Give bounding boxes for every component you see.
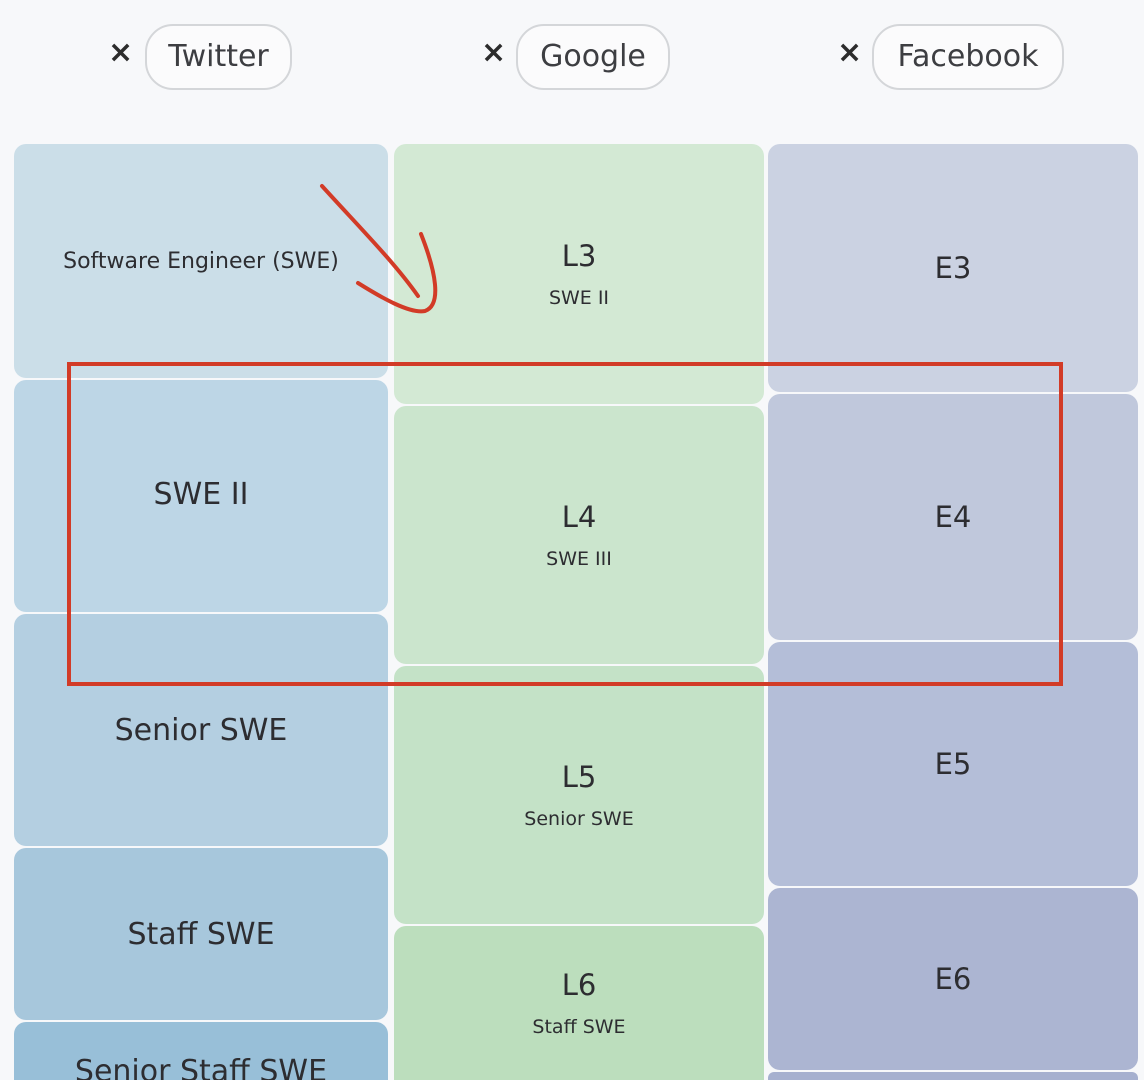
twitter-level-cell[interactable]: Staff SWE (14, 848, 388, 1020)
twitter-level-cell[interactable]: Senior Staff SWE (14, 1022, 388, 1080)
company-google: × Google (481, 24, 670, 94)
google-level-code: L6 (561, 968, 597, 1002)
google-level-cell[interactable]: L4 SWE III (394, 406, 764, 664)
google-level-title: SWE II (548, 287, 610, 309)
facebook-level-code: E5 (934, 747, 972, 781)
facebook-level-code: E4 (934, 500, 972, 534)
facebook-level-cell-partial[interactable] (768, 1072, 1138, 1080)
facebook-level-cell[interactable]: E4 (768, 394, 1138, 640)
remove-google-icon[interactable]: × (481, 35, 507, 70)
company-pill-twitter[interactable]: Twitter (145, 24, 292, 90)
facebook-level-code: E6 (934, 962, 972, 996)
google-level-title: Staff SWE (532, 1016, 626, 1038)
twitter-level-title: Software Engineer (SWE) (63, 248, 339, 274)
company-pill-facebook[interactable]: Facebook (872, 24, 1064, 90)
facebook-level-cell[interactable]: E5 (768, 642, 1138, 886)
remove-twitter-icon[interactable]: × (108, 35, 134, 70)
twitter-level-title: Staff SWE (127, 916, 275, 952)
google-level-code: L4 (561, 500, 597, 534)
facebook-level-cell[interactable]: E6 (768, 888, 1138, 1070)
twitter-level-cell[interactable]: SWE II (14, 380, 388, 612)
facebook-level-cell[interactable]: E3 (768, 144, 1138, 392)
twitter-level-cell[interactable]: Senior SWE (14, 614, 388, 846)
google-level-cell[interactable]: L5 Senior SWE (394, 666, 764, 924)
twitter-level-cell[interactable]: Software Engineer (SWE) (14, 144, 388, 378)
twitter-level-title: Senior Staff SWE (74, 1054, 328, 1080)
company-pill-google[interactable]: Google (516, 24, 670, 90)
google-level-code: L3 (561, 239, 597, 273)
company-twitter: × Twitter (108, 24, 292, 94)
twitter-level-title: SWE II (153, 477, 249, 512)
google-level-title: SWE III (546, 548, 612, 570)
remove-facebook-icon[interactable]: × (837, 35, 863, 70)
twitter-level-title: Senior SWE (114, 712, 288, 748)
google-level-cell[interactable]: L3 SWE II (394, 144, 764, 404)
google-level-code: L5 (561, 760, 597, 794)
facebook-level-code: E3 (934, 251, 972, 285)
google-level-cell[interactable]: L6 Staff SWE (394, 926, 764, 1080)
google-level-title: Senior SWE (524, 808, 634, 830)
company-facebook: × Facebook (837, 24, 1064, 94)
